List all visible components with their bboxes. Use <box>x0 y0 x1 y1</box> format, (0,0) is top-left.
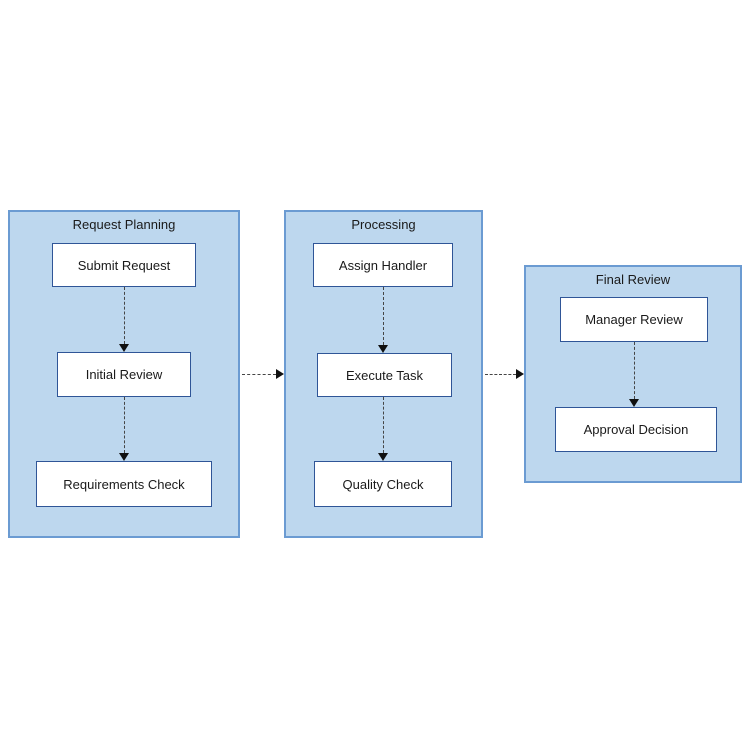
arrow-execute-to-quality <box>378 397 388 461</box>
group-title-request-planning: Request Planning <box>72 217 176 232</box>
group-final-review: Final Review Manager Review Approval Dec… <box>524 265 742 483</box>
node-quality-check: Quality Check <box>314 461 452 507</box>
arrowhead-right-icon <box>276 369 284 379</box>
node-execute-task: Execute Task <box>317 353 452 397</box>
arrow-line <box>382 397 384 453</box>
arrow-line <box>485 373 516 375</box>
node-assign-handler: Assign Handler <box>313 243 453 287</box>
arrow-submit-to-initial <box>119 287 129 352</box>
arrowhead-right-icon <box>516 369 524 379</box>
arrow-assign-to-execute <box>378 287 388 353</box>
arrowhead-down-icon <box>119 453 129 461</box>
arrow-line <box>633 342 635 399</box>
arrow-line <box>123 287 125 344</box>
arrowhead-down-icon <box>378 345 388 353</box>
node-initial-review: Initial Review <box>57 352 191 397</box>
arrow-initial-to-requirements <box>119 397 129 461</box>
arrow-line <box>242 373 276 375</box>
group-title-processing: Processing <box>351 217 416 232</box>
arrowhead-down-icon <box>378 453 388 461</box>
arrow-line <box>382 287 384 345</box>
group-processing: Processing Assign Handler Execute Task Q… <box>284 210 483 538</box>
arrow-manager-to-approval <box>629 342 639 407</box>
arrowhead-down-icon <box>119 344 129 352</box>
node-approval-decision: Approval Decision <box>555 407 717 452</box>
group-title-final-review: Final Review <box>595 272 671 287</box>
node-requirements-check: Requirements Check <box>36 461 212 507</box>
arrow-planning-to-processing <box>242 369 284 379</box>
group-request-planning: Request Planning Submit Request Initial … <box>8 210 240 538</box>
arrow-line <box>123 397 125 453</box>
node-manager-review: Manager Review <box>560 297 708 342</box>
arrowhead-down-icon <box>629 399 639 407</box>
node-submit-request: Submit Request <box>52 243 196 287</box>
arrow-processing-to-final <box>485 369 524 379</box>
